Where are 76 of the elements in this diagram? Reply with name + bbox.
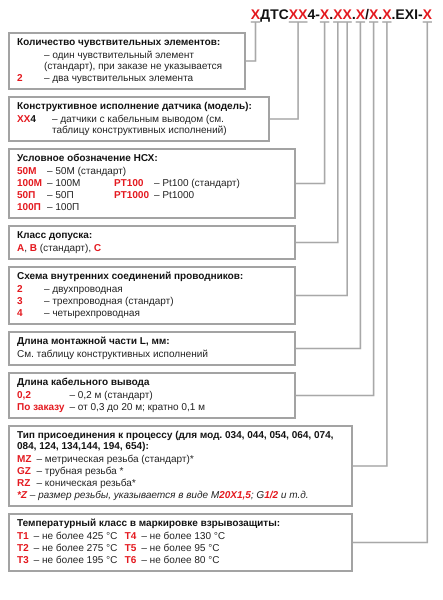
description-box [8,372,296,419]
box-heading: Количество чувствительных элементов: [17,37,222,48]
box-heading: Длина монтажной части L, мм: [17,336,171,347]
box-text: См. таблицу конструктивных исполнений [17,349,209,360]
option-description: – от 0,3 до 20 м; кратно 0,1 м [69,402,206,413]
description-box [8,148,296,219]
option-code: T3 [17,555,29,566]
box-heading: Температурный класс в маркировке взрывозащиты: [17,518,282,529]
box-heading: Схема внутренних соединений проводников: [17,271,244,282]
option-code: T2 [17,543,29,554]
order-code: XДТСXX4-X.XX.X/X.X.EXI-X [250,6,432,22]
option-description: – 100М [47,178,82,189]
option-description: – не более 195 °C [34,555,118,566]
option-description: – не более 130 °C [141,531,226,542]
option-description: – трубная резьба * [36,466,124,477]
box-heading: Класс допуска: [17,230,94,241]
description-box [8,331,296,366]
description-box [8,32,246,90]
footnote-text: *Z – размер резьбы, указывается в виде M20X1,5; G1/2 и т.д. [17,490,310,501]
option-code: T1 [17,531,29,542]
option-code: T5 [124,543,136,554]
option-description: – Pt1000 [154,190,196,201]
option-code: 3 [17,296,24,307]
box-text: A, B (стандарт), C [17,243,102,254]
leader-line [295,21,353,296]
leader-line [295,21,330,184]
box-heading: Длина кабельного вывода [17,377,150,388]
description-box [8,425,353,507]
option-description: – 0,2 м (стандарт) [69,390,154,401]
leader-line [352,21,433,544]
description-box [8,513,353,572]
description-box [8,96,270,142]
leader-line [295,21,344,244]
leader-line [295,21,366,350]
option-description: – двухпроводная [44,284,124,295]
leader-line [295,21,380,396]
option-description: – датчики с кабельным выводом (см. таблицу конструктивных исполнений) [52,114,228,136]
option-description: – два чувствительных элемента [44,73,194,84]
option-code: MZ [17,454,32,465]
description-box [8,225,296,260]
option-code: GZ [17,466,32,477]
option-description: – коническая резьба* [36,478,137,489]
option-code: 2 [17,73,24,84]
option-description: – трехпроводная (стандарт) [44,296,175,307]
option-description: – не более 80 °C [141,555,220,566]
leader-line [352,21,392,467]
box-heading: Условное обозначение НСХ: [17,153,159,164]
option-description: – 50П [47,190,75,201]
option-description: – Pt100 (стандарт) [154,178,241,189]
option-code: 0,2 [17,390,32,401]
box-heading: Конструктивное исполнение датчика (модель): [17,101,253,112]
option-description: – не более 275 °C [34,543,118,554]
option-description: – четырехпроводная [44,308,141,319]
option-description: – не более 95 °C [141,543,220,554]
option-code: XX4 [17,114,37,125]
option-code: T6 [124,555,136,566]
option-code: 100П [17,202,42,213]
option-description: – не более 425 °C [34,531,118,542]
option-code: T4 [124,531,136,542]
leader-line [245,21,261,62]
option-code: RZ [17,478,32,489]
option-description: – метрическая резьба (стандарт)* [36,454,195,465]
box-heading: Тип присоединения к процессу (для мод. 034, 044, 054, 064, 074, 084, 124, 134,144, 194, 654): [17,430,334,452]
description-box [8,266,296,325]
option-description: – 100П [47,202,80,213]
option-code: 50П [17,190,36,201]
option-code: PT100 [114,178,144,189]
option-code: 50М [17,166,38,177]
option-code: 2 [17,284,24,295]
option-code: 4 [17,308,24,319]
option-code: 100М [17,178,42,189]
option-description: – один чувствительный элемент (стандарт), при заказе не указывается [44,50,223,72]
option-code: По заказу [17,402,64,413]
option-code: PT1000 [114,190,150,201]
option-description: – 50М (стандарт) [47,166,128,177]
leader-line [269,21,308,120]
